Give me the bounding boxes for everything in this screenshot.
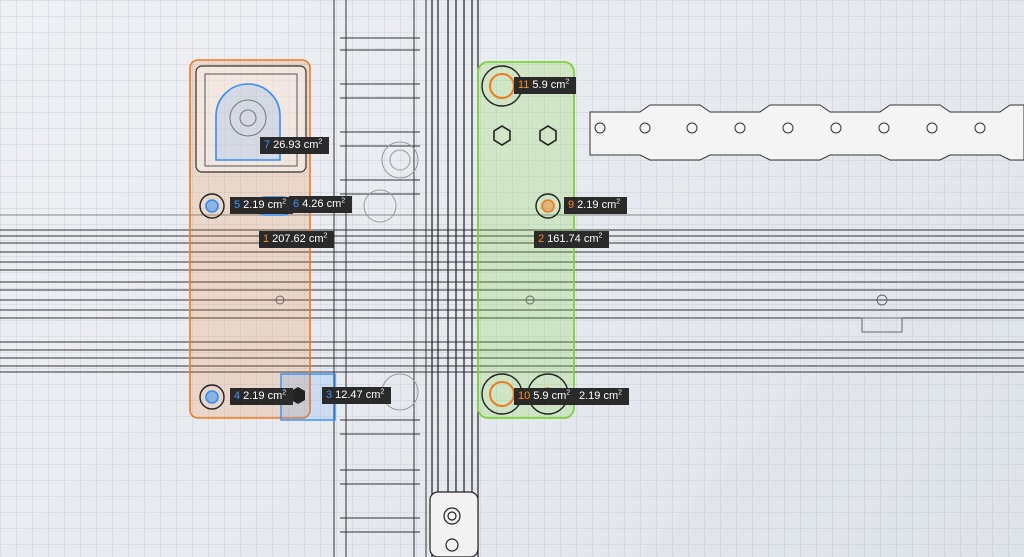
area-label-9-unit-exp: 2: [616, 198, 621, 206]
area-label-4-id: 4: [234, 390, 241, 402]
area-label-7-unit-exp: 2: [318, 138, 323, 146]
area-label-1-unit-exp: 2: [323, 232, 328, 240]
area-label-11-unit-exp: 2: [565, 78, 570, 86]
area-label-6-value: 4.26 cm: [302, 198, 342, 210]
area-label-9-value: 2.19 cm: [577, 199, 617, 211]
area-label-6-id: 6: [293, 198, 300, 210]
area-label-12-value: 2.19 cm: [579, 390, 619, 402]
horizontal-cable-chain: [589, 104, 1024, 161]
area-label-4-value: 2.19 cm: [243, 390, 283, 402]
vertical-extrusion: [431, 0, 479, 557]
area-label-1-value: 207.62 cm: [272, 233, 324, 245]
area-label-2-unit-exp: 2: [598, 232, 603, 240]
area-label-3-value: 12.47 cm: [335, 389, 381, 401]
area-label-5-value: 2.19 cm: [243, 199, 283, 211]
vertical-cable-chain: [333, 0, 427, 557]
area-label-7-value: 26.93 cm: [273, 139, 319, 151]
bottom-bracket: [429, 491, 479, 557]
area-label-5-id: 5: [234, 199, 241, 211]
area-label-7-id: 7: [264, 139, 271, 151]
area-label-12[interactable]: 2.19 cm2: [572, 388, 630, 405]
area-label-10-id: 10: [518, 390, 531, 402]
area-label-3-id: 3: [326, 389, 333, 401]
area-label-12-unit-exp: 2: [618, 389, 623, 397]
area-label-11-value: 5.9 cm: [532, 79, 566, 91]
area-label-10-unit-exp: 2: [566, 389, 571, 397]
area-label-10-value: 5.9 cm: [533, 390, 567, 402]
area-label-3-unit-exp: 2: [380, 388, 385, 396]
area-label-5-unit-exp: 2: [282, 198, 287, 206]
misc-details: [275, 294, 903, 333]
area-label-11-id: 11: [518, 79, 530, 91]
horizontal-rails: [0, 214, 1024, 373]
area-label-4-unit-exp: 2: [282, 389, 287, 397]
area-label-9-id: 9: [568, 199, 575, 211]
area-label-2-id: 2: [538, 233, 545, 245]
area-label-2-value: 161.74 cm: [547, 233, 599, 245]
area-label-6-unit-exp: 2: [341, 197, 346, 205]
area-label-1-id: 1: [263, 233, 270, 245]
